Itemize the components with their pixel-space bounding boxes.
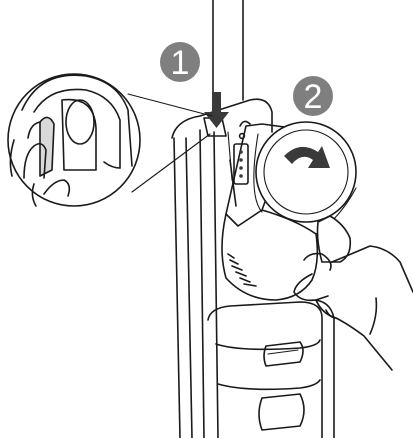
gripping-hand: [294, 216, 413, 370]
dust-cup-unit: [222, 121, 356, 300]
base-module: [208, 300, 334, 438]
step-2-label: 2: [304, 78, 323, 116]
detail-zoom-callout: [8, 74, 212, 206]
step-1-badge: 1: [160, 42, 200, 82]
down-arrow-icon: [204, 92, 229, 128]
vent-slots: [228, 254, 256, 286]
vacuum-body: [172, 99, 272, 438]
step-2-badge: 2: [293, 76, 333, 116]
step-1-label: 1: [171, 44, 190, 82]
